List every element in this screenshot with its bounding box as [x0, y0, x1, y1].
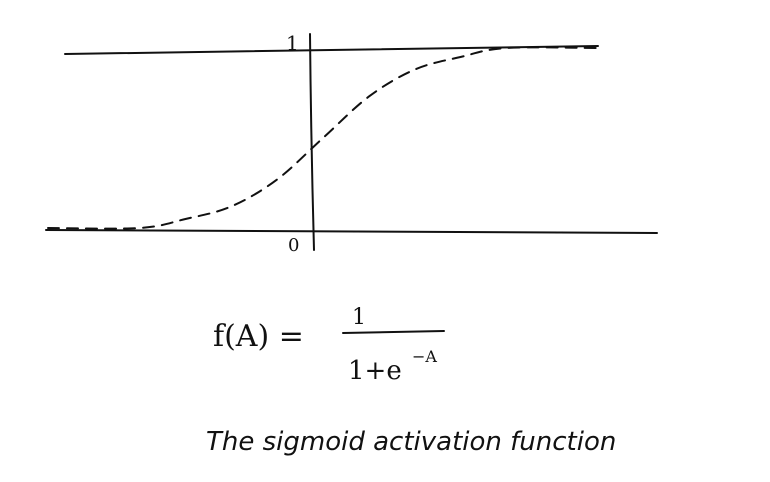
formula-denominator-exponent: −A [412, 347, 437, 366]
lower-asymptote-line [45, 229, 658, 234]
fraction-bar [342, 330, 445, 334]
formula-numerator: 1 [352, 305, 366, 330]
sigmoid-formula: f(A) = 1 1+e −A [213, 305, 445, 386]
sigmoid-curve [47, 46, 599, 230]
tick-label-one: 1 [286, 31, 299, 55]
vertical-axis [309, 33, 315, 251]
formula-lhs: f(A) = [213, 319, 304, 354]
upper-asymptote-line [64, 45, 599, 55]
tick-label-zero: 0 [288, 235, 299, 256]
caption: The sigmoid activation function [206, 427, 616, 457]
formula-denominator-base: 1+e [348, 356, 402, 386]
